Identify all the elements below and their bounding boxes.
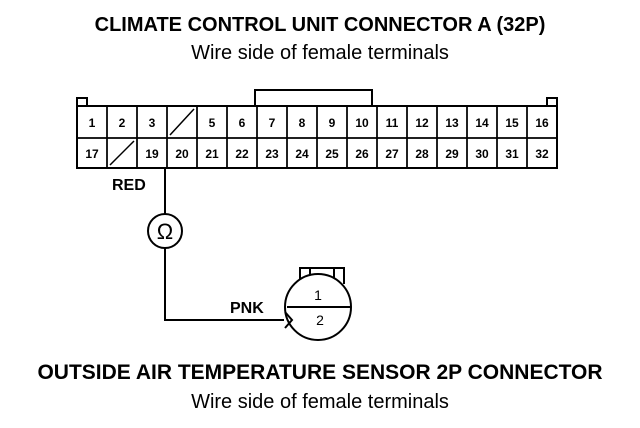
terminal-number: 8 — [299, 116, 306, 130]
terminal-number: 28 — [415, 147, 429, 161]
connector-a-subtitle: Wire side of female terminals — [191, 42, 449, 64]
terminal-number: 6 — [239, 116, 246, 130]
unused-terminal-slash — [169, 108, 195, 136]
unused-terminal-slash — [109, 140, 135, 166]
terminal-number: 3 — [149, 116, 156, 130]
terminal-number: 15 — [505, 116, 519, 130]
sensor-pin-2: 2 — [316, 312, 324, 328]
ohmmeter: Ω — [147, 213, 183, 249]
terminal-cell — [526, 137, 558, 169]
terminal-number: 11 — [386, 116, 399, 130]
terminal-number: 13 — [445, 116, 459, 130]
sensor-pin-1: 1 — [314, 287, 322, 303]
terminal-number: 12 — [415, 116, 429, 130]
terminal-number: 30 — [475, 147, 489, 161]
terminal-number: 32 — [535, 147, 549, 161]
terminal-number: 19 — [145, 147, 159, 161]
sensor-connector-title: OUTSIDE AIR TEMPERATURE SENSOR 2P CONNEC… — [37, 361, 603, 384]
terminal-number: 17 — [85, 147, 99, 161]
red-wire-label: RED — [112, 177, 146, 194]
terminal-number: 14 — [475, 116, 489, 130]
pnk-wire-label: PNK — [230, 300, 264, 317]
terminal-number: 23 — [265, 147, 279, 161]
pnk-wire — [164, 248, 284, 321]
terminal-number: 2 — [119, 116, 126, 130]
terminal-number: 5 — [209, 116, 216, 130]
terminal-number: 7 — [269, 116, 276, 130]
terminal-number: 20 — [175, 147, 189, 161]
terminal-number: 10 — [355, 116, 369, 130]
terminal-number: 27 — [385, 147, 399, 161]
terminal-number: 29 — [445, 147, 459, 161]
terminal-number: 16 — [535, 116, 549, 130]
terminal-number: 1 — [89, 116, 96, 130]
terminal-number: 9 — [329, 116, 336, 130]
ohm-symbol: Ω — [157, 219, 173, 244]
terminal-number: 25 — [325, 147, 339, 161]
terminal-number: 22 — [235, 147, 249, 161]
terminal-number: 26 — [355, 147, 369, 161]
sensor-connector-subtitle: Wire side of female terminals — [191, 391, 449, 413]
terminal-number: 31 — [505, 147, 519, 161]
terminal-number: 21 — [205, 147, 219, 161]
connector-a-title: CLIMATE CONTROL UNIT CONNECTOR A (32P) — [94, 14, 546, 36]
sensor-2p-connector — [284, 267, 352, 341]
terminal-number: 24 — [295, 147, 309, 161]
